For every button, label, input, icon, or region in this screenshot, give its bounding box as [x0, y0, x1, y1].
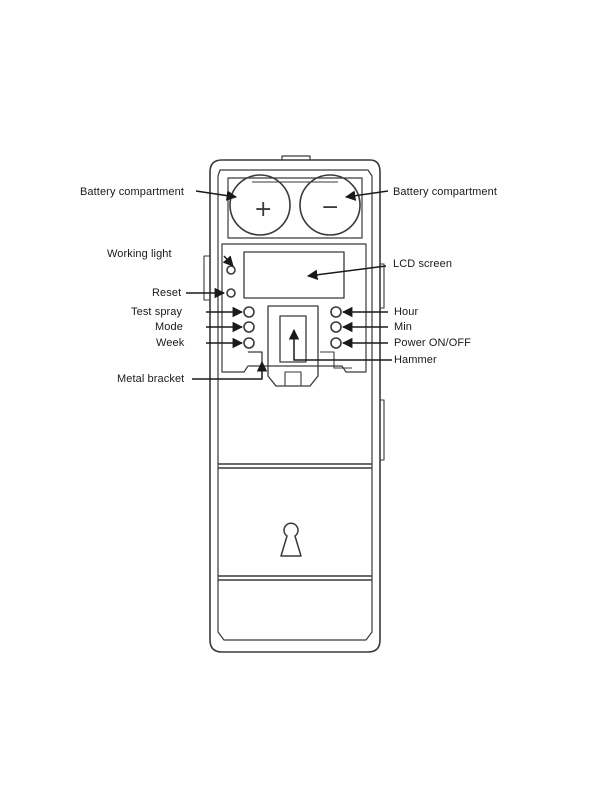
battery-minus-symbol: −	[321, 195, 339, 220]
reset-button-hole	[226, 288, 236, 298]
battery-cell-right	[299, 174, 361, 236]
top-notch	[281, 155, 311, 160]
divider-upper	[218, 463, 372, 469]
label-metal-bracket: Metal bracket	[117, 373, 185, 385]
label-battery-compartment-left: Battery compartment	[80, 186, 184, 198]
label-lcd-screen: LCD screen	[393, 258, 453, 270]
outer-casing	[209, 159, 381, 653]
label-hour: Hour	[394, 306, 419, 318]
keyhole-icon	[280, 522, 302, 557]
label-reset: Reset	[152, 287, 182, 299]
label-hammer: Hammer	[394, 354, 437, 366]
week-button	[243, 337, 255, 349]
battery-cell-left	[229, 174, 291, 236]
battery-plus-symbol: +	[254, 197, 272, 222]
label-test-spray: Test spray	[131, 306, 183, 318]
hour-button	[330, 306, 342, 318]
control-panel	[221, 243, 367, 373]
hammer-housing	[267, 305, 319, 387]
inner-casing	[217, 169, 373, 641]
working-light-led	[226, 265, 236, 275]
min-button	[330, 321, 342, 333]
divider-lower	[218, 575, 372, 581]
label-power-on-off: Power ON/OFF	[394, 337, 471, 349]
label-week: Week	[156, 337, 185, 349]
label-battery-compartment-right: Battery compartment	[393, 186, 497, 198]
power-button	[330, 337, 342, 349]
label-min: Min	[394, 321, 413, 333]
metal-bracket	[248, 351, 263, 370]
mode-button	[243, 321, 255, 333]
label-mode: Mode	[155, 321, 183, 333]
hammer	[279, 315, 307, 363]
lcd-screen	[243, 251, 345, 299]
battery-compartment	[227, 177, 363, 239]
test-spray-button	[243, 306, 255, 318]
label-working-light: Working light	[107, 248, 172, 260]
